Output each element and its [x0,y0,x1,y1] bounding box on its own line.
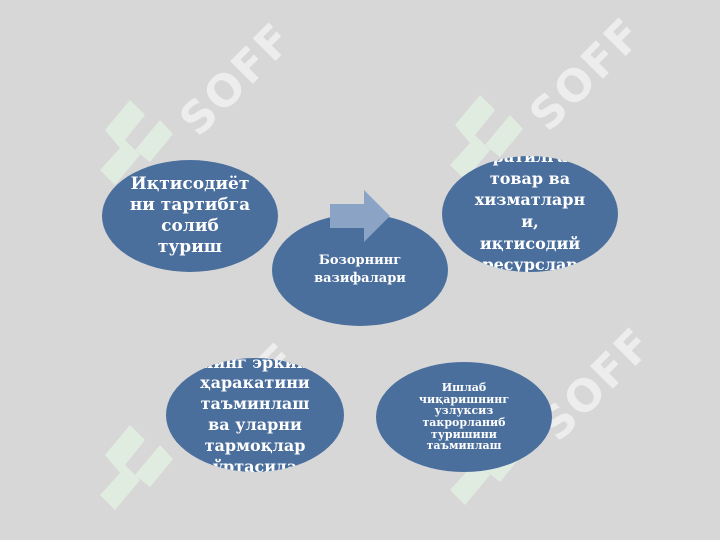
node-top-right-text: яратилган товар ва хизматларн и, иқтисод… [474,156,586,272]
watermark-text-1: SOFF [170,12,304,147]
right-arrow-icon [330,190,390,242]
node-top-left: Иқтисодиёт ни тартибга солиб туриш [102,160,278,272]
node-bottom-right-text: Ишлаб чиқаришнинг узлуксиз такрорланиб т… [418,381,510,453]
node-top-left-text: Иқтисодиёт ни тартибга солиб туриш [129,173,251,258]
node-bottom-left: нинг эркин ҳаракатини таъминлаш ва уларн… [166,358,344,472]
watermark-text-2: SOFF [520,7,654,142]
node-top-right: яратилган товар ва хизматларн и, иқтисод… [442,156,618,272]
node-bottom-right: Ишлаб чиқаришнинг узлуксиз такрорланиб т… [376,362,552,472]
node-bottom-left-text: нинг эркин ҳаракатини таъминлаш ва уларн… [200,358,310,472]
node-center-text: Бозорнинг вазифалари [314,253,406,286]
watermark-text-4: SOFF [530,317,664,452]
watermark-3 [95,415,175,529]
node-center: Бозорнинг вазифалари [272,214,448,326]
soff-logo-icon [100,425,173,510]
